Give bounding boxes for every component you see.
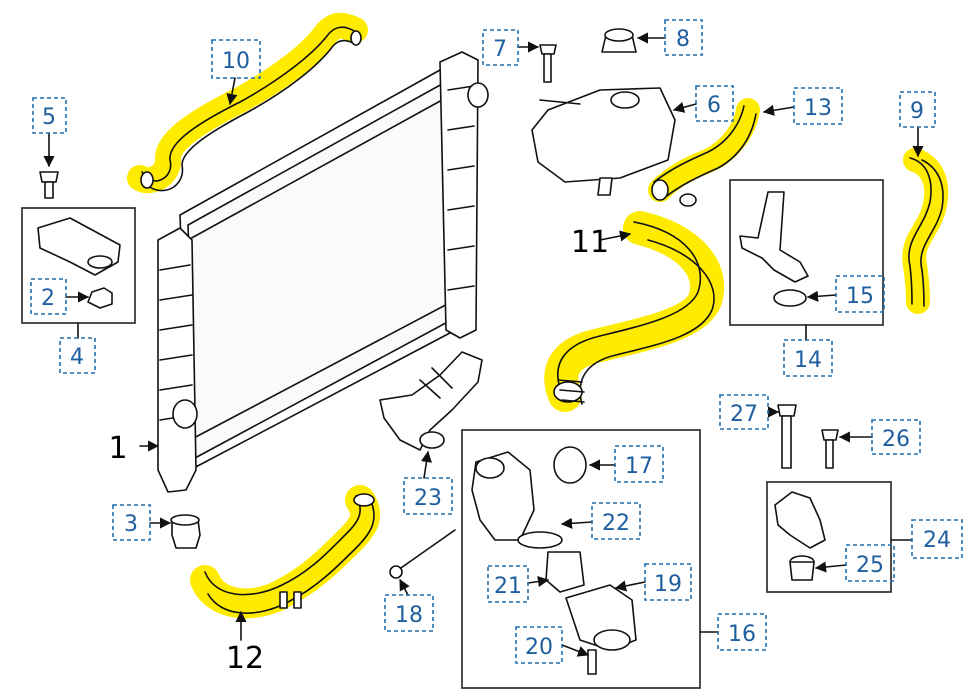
callout-box-17 — [614, 445, 664, 483]
callout-box-6 — [695, 85, 734, 122]
callout-box-26 — [871, 419, 921, 455]
callout-8: 8 — [676, 27, 690, 52]
callout-box-7 — [482, 29, 519, 66]
callout-4: 4 — [70, 345, 84, 370]
callout-box-25 — [845, 544, 895, 582]
callout-21: 21 — [494, 574, 522, 599]
callout-13: 13 — [804, 96, 832, 121]
highlight-hose-13 — [648, 98, 760, 202]
callout-2: 2 — [41, 286, 55, 311]
bolt-5 — [39, 171, 59, 199]
upper-bypass-hose — [140, 26, 362, 192]
callout-19: 19 — [654, 572, 682, 597]
highlight-hose-10 — [127, 12, 368, 194]
callout-6: 6 — [707, 93, 721, 118]
expansion-tank — [531, 87, 676, 196]
label-12: 12 — [226, 641, 264, 676]
callout-16: 16 — [728, 622, 756, 647]
heater-hose — [908, 157, 944, 307]
thermostat-housing-group-16 — [461, 429, 701, 689]
callout-18: 18 — [395, 603, 423, 628]
label-11: 11 — [571, 225, 609, 260]
callout-box-27 — [719, 394, 769, 430]
bushing-3 — [170, 514, 201, 549]
callout-box-4 — [59, 337, 96, 374]
callout-25: 25 — [856, 553, 884, 578]
callout-box-15 — [835, 275, 885, 313]
callout-box-14 — [783, 339, 833, 377]
callout-box-23 — [403, 477, 453, 515]
callout-22: 22 — [602, 511, 630, 536]
callout-9: 9 — [910, 99, 924, 124]
callout-box-5 — [32, 97, 67, 134]
callouts: 10 5 2 4 1 3 12 7 8 6 13 9 11 15 14 27 2… — [30, 19, 963, 676]
callout-box-2 — [30, 278, 67, 315]
callout-box-8 — [664, 19, 703, 56]
outlet-group-24 — [766, 481, 892, 593]
callout-26: 26 — [882, 427, 910, 452]
bolt-7 — [539, 44, 557, 83]
upper-radiator-hose — [553, 221, 715, 405]
callout-24: 24 — [923, 528, 951, 553]
callout-box-19 — [644, 563, 692, 601]
thermostat-inlet-hose — [379, 351, 483, 451]
callout-box-21 — [487, 565, 529, 603]
callout-box-13 — [793, 87, 843, 125]
callout-14: 14 — [794, 348, 822, 373]
callout-box-3 — [112, 504, 151, 541]
callout-15: 15 — [846, 284, 874, 309]
radiator — [157, 51, 489, 493]
leader-lines — [43, 32, 924, 657]
callout-20: 20 — [525, 635, 553, 660]
callout-box-22 — [591, 502, 641, 540]
callout-box-20 — [515, 626, 563, 664]
callout-box-16 — [717, 613, 767, 651]
callout-23: 23 — [414, 486, 442, 511]
highlight-hose-9 — [902, 148, 949, 314]
callout-box-24 — [911, 519, 963, 559]
callout-box-18 — [384, 594, 434, 632]
bolt-18 — [389, 529, 456, 579]
callout-3: 3 — [124, 512, 138, 537]
mount-bracket-group-4 — [21, 207, 136, 324]
callout-7: 7 — [493, 37, 507, 62]
degas-hose — [651, 105, 757, 207]
callout-box-9 — [899, 91, 936, 128]
bolt-26 — [821, 429, 839, 469]
bolt-27 — [777, 404, 797, 469]
callout-27: 27 — [730, 402, 758, 427]
callout-5: 5 — [42, 105, 56, 130]
tank-cap — [601, 28, 637, 53]
callout-10: 10 — [222, 49, 250, 74]
callout-box-10 — [211, 39, 261, 79]
label-1: 1 — [108, 431, 127, 466]
highlight-hose-12 — [190, 485, 381, 619]
callout-17: 17 — [625, 454, 653, 479]
